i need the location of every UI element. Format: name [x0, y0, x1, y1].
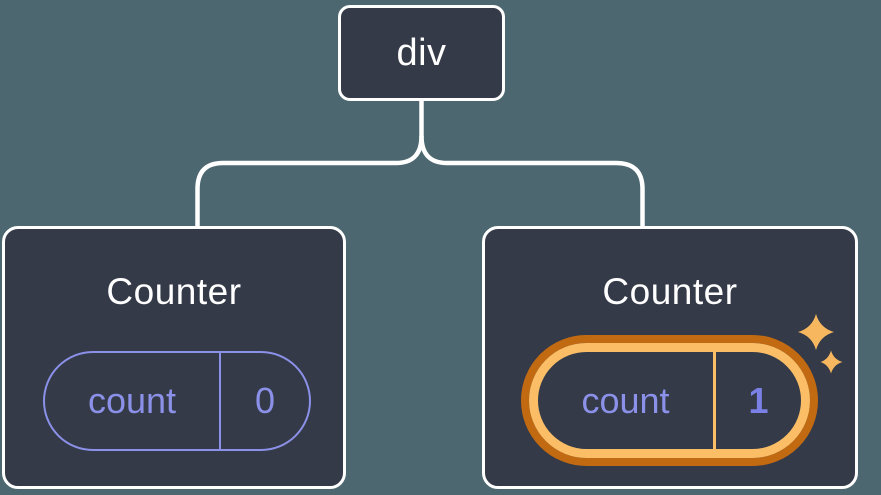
state-pill: count 0 [43, 351, 311, 451]
state-key-label: count [87, 380, 177, 421]
state-value: 1 [748, 379, 769, 421]
counter-card-left: Counter count 0 [2, 226, 346, 489]
state-value: 0 [254, 380, 276, 421]
root-node-div: div [338, 5, 505, 101]
connector-left-branch [195, 135, 424, 227]
pill-divider [713, 352, 716, 449]
counter-title: Counter [106, 271, 242, 312]
root-node-label: div [396, 31, 447, 74]
state-key-label: count [581, 379, 670, 421]
counter-title: Counter [602, 271, 738, 312]
connector-right-branch [419, 135, 645, 227]
state-pill-inner-ring: count 1 [529, 343, 810, 458]
state-pill-highlighted: count 1 [521, 335, 818, 466]
pill-divider [219, 353, 221, 449]
counter-card-right: Counter count 1 [482, 226, 858, 489]
